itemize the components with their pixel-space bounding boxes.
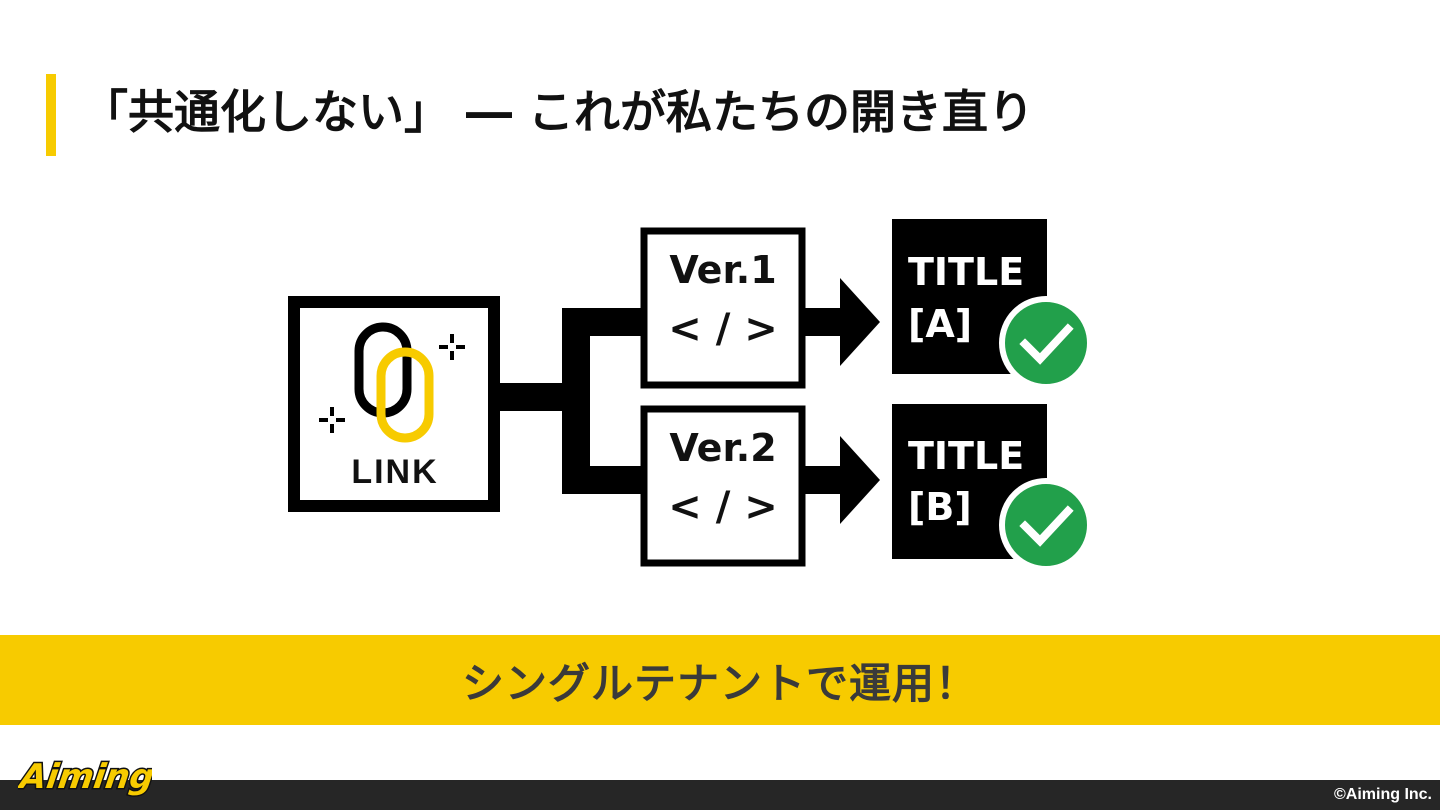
arrow-right-icon <box>805 436 880 524</box>
footer-bar <box>0 780 1440 810</box>
version-label: Ver.1 <box>669 248 776 292</box>
version-box-1: Ver.1 < / > <box>640 227 806 389</box>
link-label: LINK <box>351 453 438 491</box>
title-box-a: TITLE [A] <box>892 219 1093 390</box>
link-source-box: LINK <box>288 296 500 512</box>
check-circle-icon <box>999 478 1093 572</box>
title-box-b: TITLE [B] <box>892 404 1093 572</box>
code-glyph: < / > <box>668 484 778 530</box>
logo-text: Aiming <box>18 757 152 797</box>
title-box-line2: [B] <box>908 485 972 529</box>
version-box-2: Ver.2 < / > <box>640 405 806 567</box>
code-glyph: < / > <box>668 306 778 352</box>
summary-banner: シングルテナントで運用！ <box>0 635 1440 725</box>
version-label: Ver.2 <box>669 426 776 470</box>
title-box-line2: [A] <box>908 302 972 346</box>
aiming-logo: Aiming <box>18 756 152 798</box>
chain-link-icon <box>354 322 434 443</box>
check-circle-icon <box>999 296 1093 390</box>
title-accent-bar <box>46 74 56 156</box>
sparkle-icon <box>319 334 465 433</box>
title-box-line1: TITLE <box>908 434 1024 478</box>
arrow-right-icon <box>805 278 880 366</box>
slide-title: 「共通化しない」 ― これが私たちの開き直り <box>82 85 1035 139</box>
banner-text: シングルテナントで運用！ <box>461 658 978 708</box>
title-box-line1: TITLE <box>908 250 1024 294</box>
connector-lines <box>498 308 644 494</box>
copyright-text: ©Aiming Inc. <box>1333 786 1432 803</box>
